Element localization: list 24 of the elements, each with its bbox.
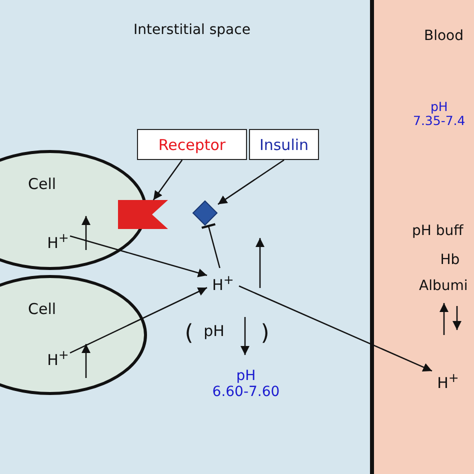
arrow bbox=[70, 235, 208, 278]
arrow bbox=[218, 159, 284, 205]
arrow bbox=[70, 287, 208, 354]
buffer-heading: pH buff bbox=[412, 223, 464, 240]
ph-label: pH bbox=[204, 323, 224, 340]
receptor-label: Receptor bbox=[137, 129, 247, 160]
cell-label: Cell bbox=[28, 175, 56, 193]
buffer-item: Albumi bbox=[419, 278, 468, 294]
buffer-item: Hb bbox=[440, 252, 460, 268]
ion-label: H$^{+}$ bbox=[432, 366, 464, 390]
ion-label: H$^{+}$ bbox=[43, 343, 73, 367]
insulin-label: Insulin bbox=[249, 129, 319, 160]
arrow bbox=[152, 160, 183, 200]
bracket-open: ( bbox=[184, 321, 194, 346]
region-title: Interstitial space bbox=[134, 22, 250, 38]
bracket-close: ) bbox=[260, 321, 270, 346]
region-title: Blood bbox=[424, 28, 464, 44]
ion-label: H$^{+}$ bbox=[207, 268, 239, 292]
ion-label: H$^{+}$ bbox=[43, 226, 73, 250]
ph-range: pH 7.35-7.4 bbox=[413, 100, 466, 129]
cell-label: Cell bbox=[28, 300, 56, 318]
ph-range: pH 6.60-7.60 bbox=[212, 368, 280, 400]
inhibition-line bbox=[200, 223, 220, 268]
arrow bbox=[238, 285, 432, 372]
